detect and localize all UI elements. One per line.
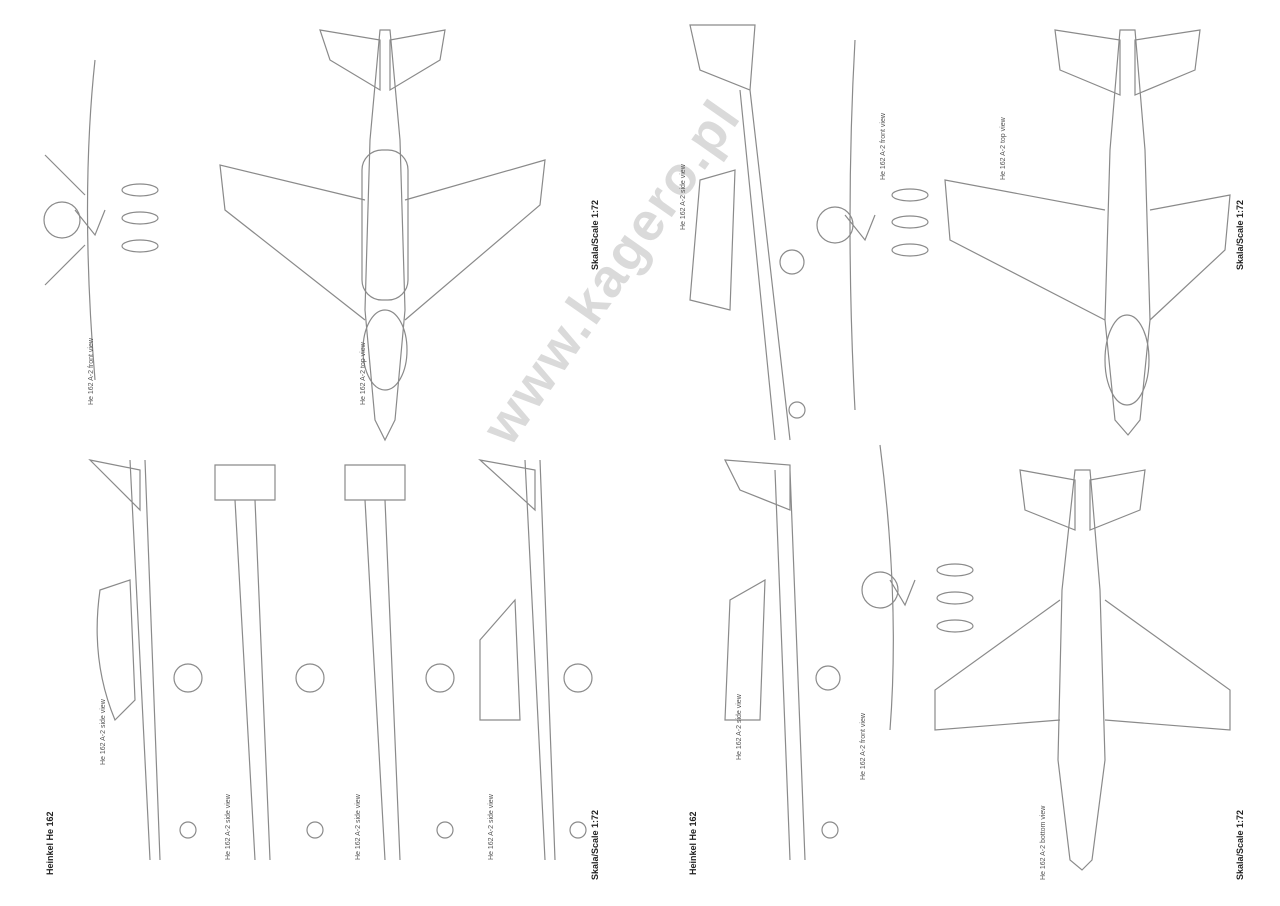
view-label: He 162 A-2 top view [360,342,367,405]
view-label: He 162 A-2 bottom view [1040,805,1047,880]
scale-label-left-bottom: Skala/Scale 1:72 [590,809,600,880]
front-view-left-top [43,59,159,381]
view-label: He 162 A-2 front view [880,113,887,180]
top-view-left [219,29,546,442]
view-label: He 162 A-2 front view [88,338,95,405]
sheet-title-right: Heinkel He 162 [688,811,698,875]
bottom-view-right [934,469,1231,871]
view-label: He 162 A-2 top view [1000,117,1007,180]
front-view-right-bottom [861,444,974,731]
top-view-right [944,29,1231,436]
view-label: He 162 A-2 side view [225,794,232,860]
view-label: He 162 A-2 side view [100,699,107,765]
scale-label-right-top: Skala/Scale 1:72 [1235,199,1245,270]
view-label: He 162 A-2 side view [355,794,362,860]
front-view-right-top [816,39,929,411]
side-view-right-bottom [723,459,841,861]
scale-label-left-top: Skala/Scale 1:72 [590,199,600,270]
side-view-right-top [689,24,806,441]
view-label: He 162 A-2 side view [680,164,687,230]
view-label: He 162 A-2 front view [860,713,867,780]
side-views-left [88,459,593,861]
view-label: He 162 A-2 side view [736,694,743,760]
scale-label-right-bottom: Skala/Scale 1:72 [1235,809,1245,880]
view-label: He 162 A-2 side view [488,794,495,860]
sheet-title-left: Heinkel He 162 [45,811,55,875]
